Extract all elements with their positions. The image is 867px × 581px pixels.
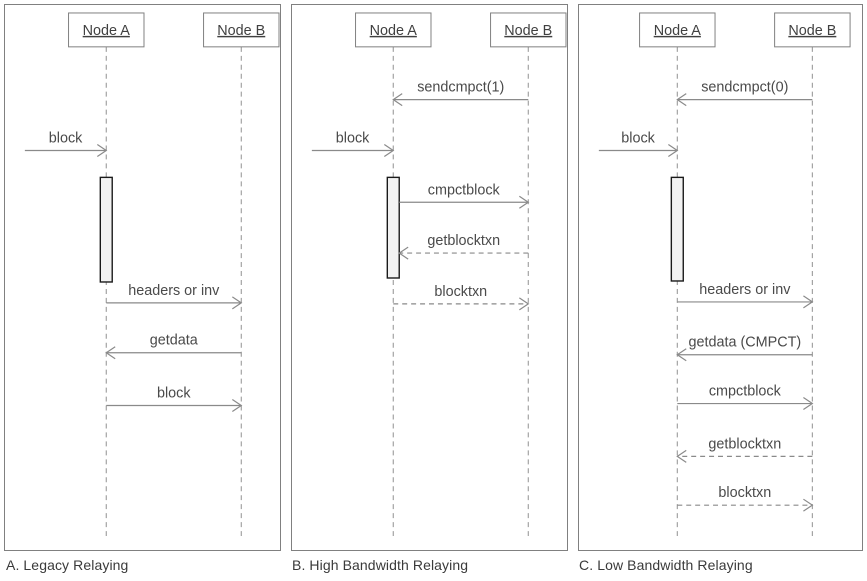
node-label-node-a: Node A [83,23,131,39]
message-2: block [598,130,679,157]
message-arrowhead [398,246,409,260]
message-2: headers or inv [106,283,243,310]
node-box-node-b[interactable] [774,12,851,48]
message-6: getblocktxn [676,436,813,463]
activation-bar-node-a [386,176,400,279]
message-3: getdata [105,333,242,360]
panel-b-caption: B. High Bandwidth Relaying [292,557,469,573]
message-arrowhead [676,93,687,107]
message-label: getblocktxn [708,436,781,452]
diagram-panel-b: Node A Node B sendcmpct(1) block cmpctblock g… [291,4,568,551]
participant-node-b: Node B [774,12,851,541]
message-label: sendcmpct(0) [701,80,788,96]
diagram-panel-c: Node A Node B sendcmpct(0) block headers or … [578,4,863,551]
message-2: block [311,130,395,157]
message-label: block [336,130,370,146]
message-label: getdata [150,333,199,349]
message-label: blocktxn [434,284,487,300]
node-box-node-b[interactable] [203,12,280,48]
message-arrowhead [803,397,814,411]
diagram-panel-a: Node A Node B block headers or inv getdata bl… [4,4,281,551]
node-label-node-a: Node A [654,23,702,39]
message-5: blocktxn [393,284,530,311]
participant-node-a: Node A [639,12,716,541]
message-label: getblocktxn [427,233,500,249]
message-label: cmpctblock [428,182,501,198]
message-arrowhead [676,348,687,362]
message-label: getdata (CMPCT) [688,335,801,351]
message-1: block [24,130,108,157]
message-label: blocktxn [718,485,771,501]
message-4: block [106,386,243,413]
node-label-node-b: Node B [504,23,552,39]
participant-node-a: Node A [355,12,432,541]
participant-node-b: Node B [203,12,280,541]
message-4: getdata (CMPCT) [676,335,813,362]
node-box-node-a[interactable] [639,12,716,48]
participant-node-a: Node A [68,12,145,541]
panel-a-caption: A. Legacy Relaying [6,557,129,573]
node-label-node-b: Node B [788,23,836,39]
message-arrowhead [519,297,530,311]
message-arrowhead [232,399,243,413]
message-3: headers or inv [677,282,814,309]
message-label: block [157,386,191,402]
activation-bar-node-a [670,176,684,282]
message-arrowhead [392,93,403,107]
message-label: headers or inv [128,283,220,299]
message-7: blocktxn [677,485,814,512]
message-arrowhead [232,296,243,310]
participant-node-b: Node B [490,12,567,541]
message-arrowhead [105,346,116,360]
message-5: cmpctblock [677,384,814,411]
message-label: block [621,130,655,146]
message-4: getblocktxn [398,233,529,260]
panel-b-canvas: Node A Node B sendcmpct(1) block cmpctblock g… [311,12,567,541]
node-box-node-a[interactable] [68,12,145,48]
message-label: cmpctblock [709,384,782,400]
message-arrowhead [519,195,530,209]
message-arrowhead [96,143,108,157]
message-arrowhead [803,498,814,512]
message-3: cmpctblock [399,182,530,209]
message-arrowhead [803,295,814,309]
message-1: sendcmpct(0) [676,80,813,107]
node-label-node-b: Node B [217,23,265,39]
node-box-node-b[interactable] [490,12,567,48]
message-arrowhead [668,143,679,157]
message-label: headers or inv [699,282,791,298]
message-arrowhead [383,143,395,157]
message-1: sendcmpct(1) [392,80,529,107]
node-label-node-a: Node A [370,23,418,39]
message-arrowhead [676,449,687,463]
message-label: sendcmpct(1) [417,80,504,96]
message-label: block [49,130,83,146]
panel-a-canvas: Node A Node B block headers or inv getdata bl… [24,12,280,541]
panel-c-canvas: Node A Node B sendcmpct(0) block headers or … [598,12,851,541]
panel-c-caption: C. Low Bandwidth Relaying [579,557,753,573]
activation-bar-node-a [99,176,113,283]
node-box-node-a[interactable] [355,12,432,48]
